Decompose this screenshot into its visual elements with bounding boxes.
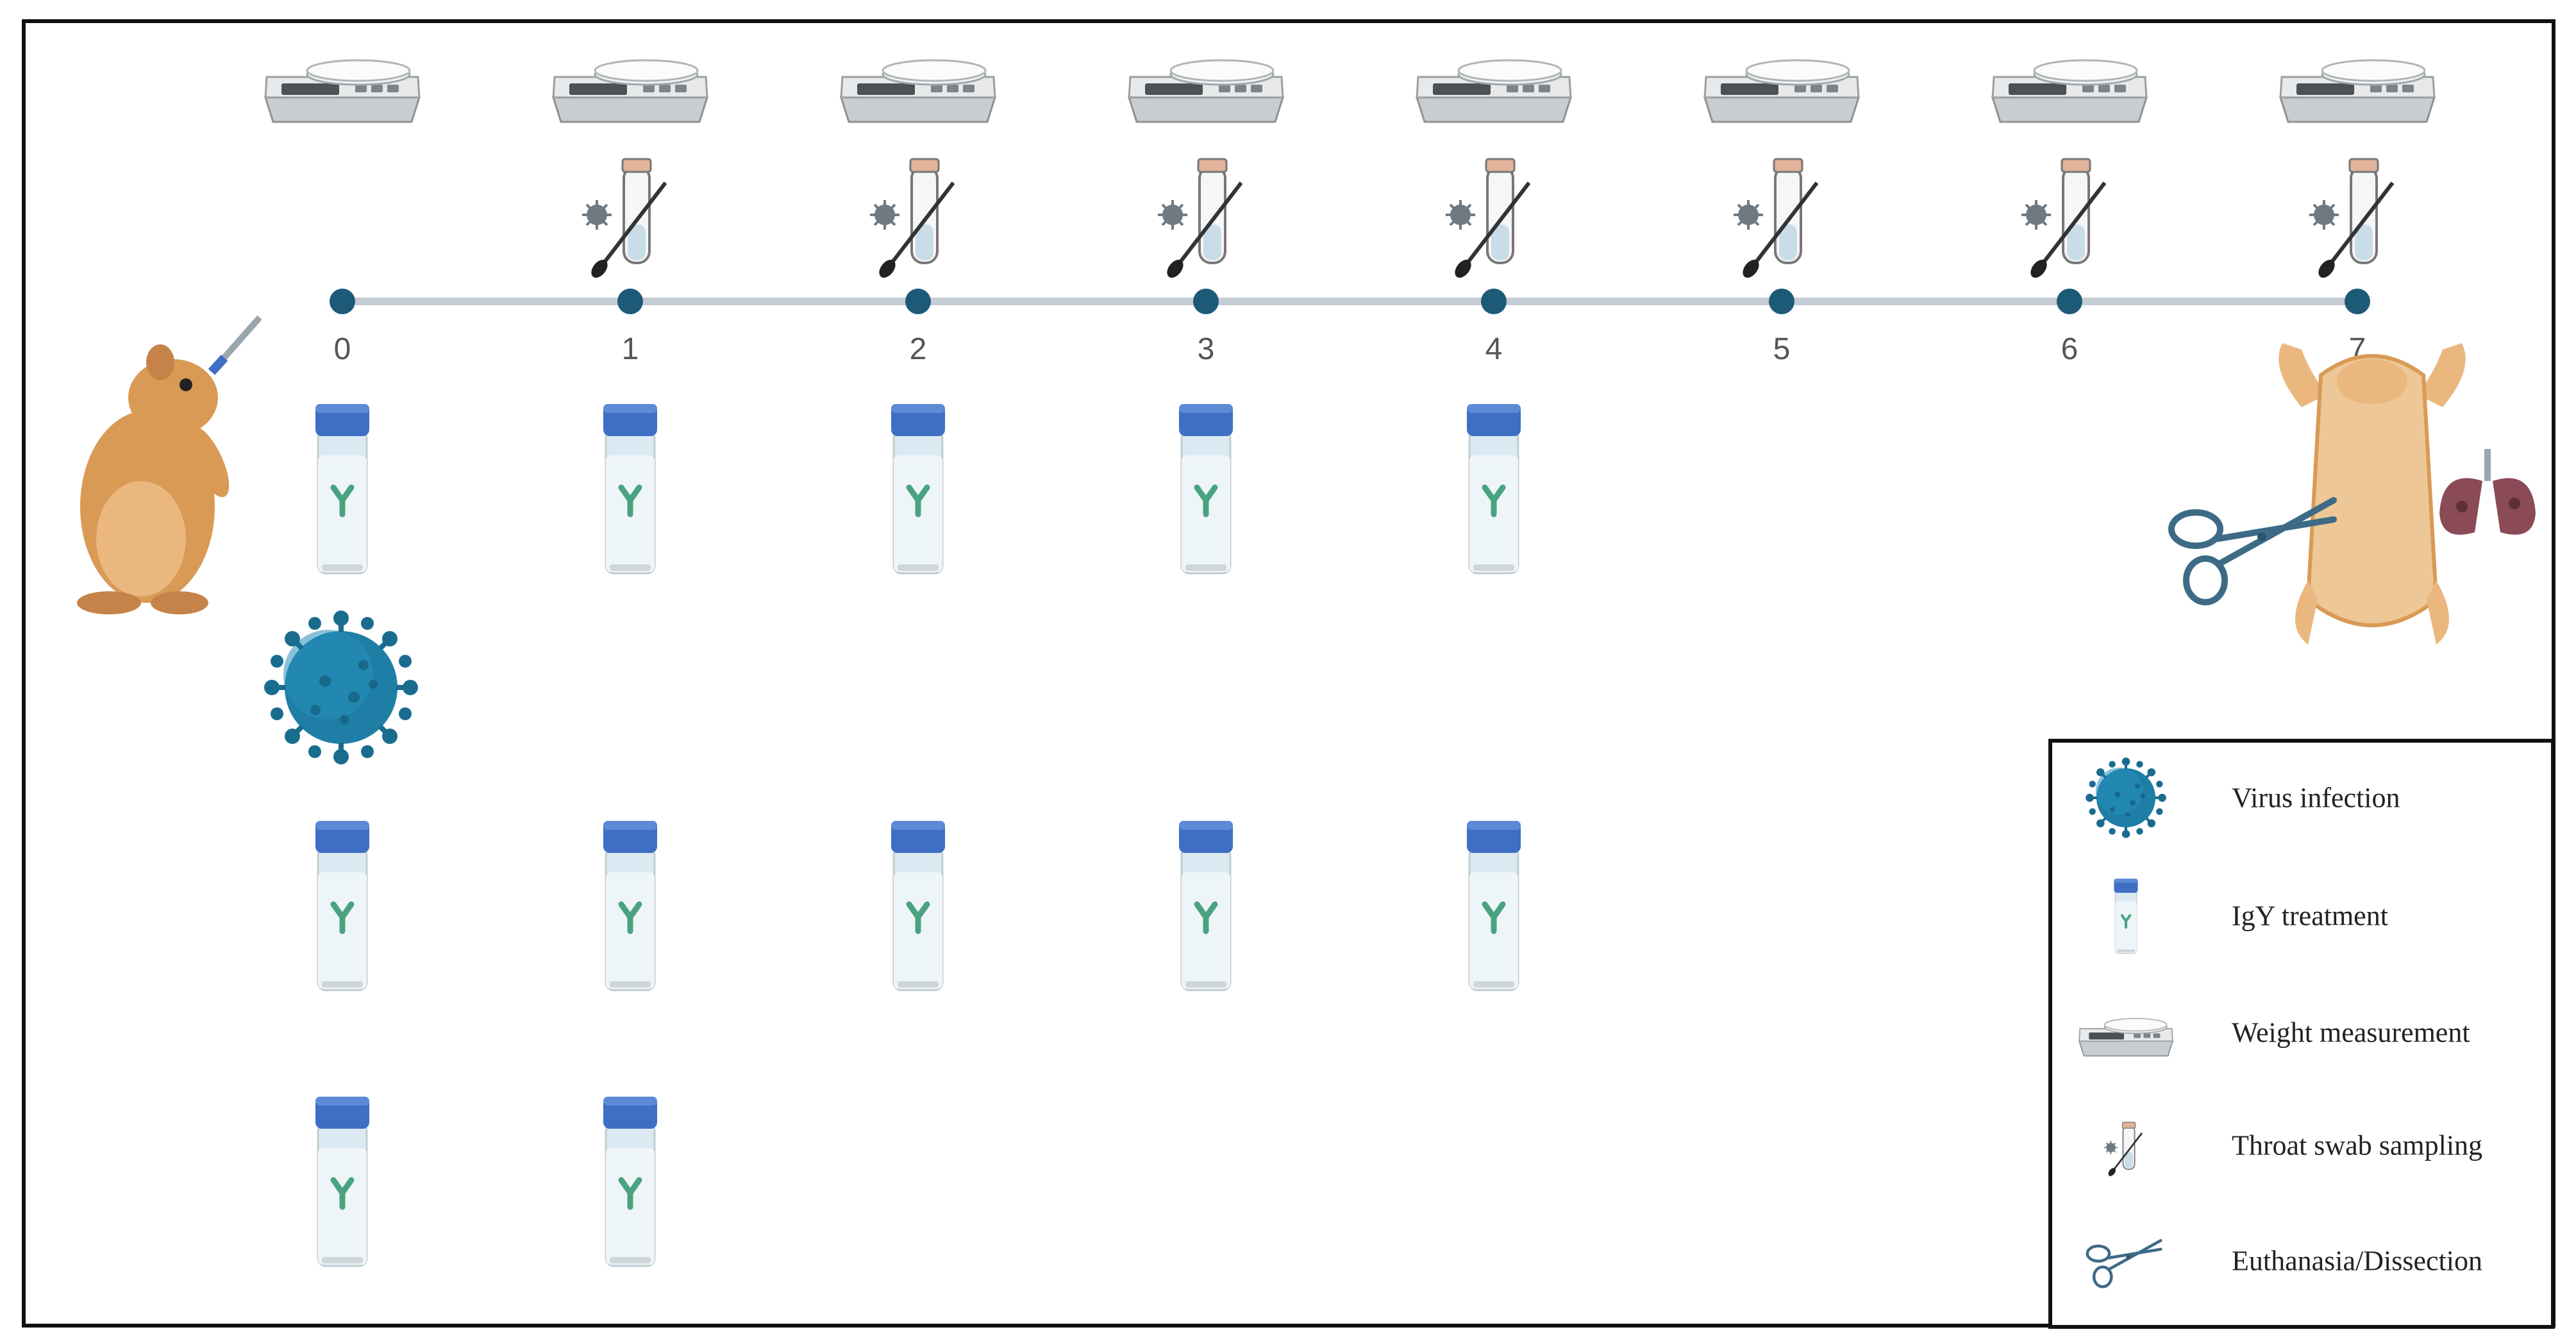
timeline-day-label: 4 xyxy=(1485,332,1503,366)
scale-icon xyxy=(264,59,421,123)
igy-tube-icon xyxy=(1179,404,1233,573)
legend-label: Weight measurement xyxy=(2232,1016,2470,1049)
igy-tube-icon xyxy=(603,1097,657,1266)
scale-icon xyxy=(2279,59,2436,123)
legend-label: IgY treatment xyxy=(2232,900,2388,932)
legend-item-igy: IgY treatment xyxy=(2052,864,2551,967)
throat-swab-icon xyxy=(1158,159,1241,281)
scale-icon xyxy=(1991,59,2148,123)
igy-tube-icon xyxy=(315,404,369,573)
timeline-day-label: 5 xyxy=(1773,332,1791,366)
legend-label: Virus infection xyxy=(2232,782,2400,814)
igy-tube-icon xyxy=(315,1097,369,1266)
igy-tube-icon xyxy=(2112,877,2139,955)
legend-label: Throat swab sampling xyxy=(2232,1129,2483,1161)
igy-tube-icon xyxy=(603,404,657,573)
virus-icon xyxy=(2071,746,2180,849)
hamster-nasal-inoculation-icon xyxy=(77,315,262,614)
scale-icon xyxy=(2078,1018,2173,1057)
throat-swab-icon xyxy=(1734,159,1817,281)
timeline-day-dot xyxy=(2057,289,2082,314)
igy-tube-icon xyxy=(891,404,945,573)
timeline-day-label: 1 xyxy=(622,332,639,366)
legend: Virus infection IgY treatment Weight mea… xyxy=(2048,739,2555,1329)
timeline-day-dot xyxy=(905,289,931,314)
timeline-day-dot xyxy=(617,289,643,314)
timeline-day-label: 3 xyxy=(1198,332,1215,366)
throat-swab-icon xyxy=(1446,159,1529,281)
igy-tube-icon xyxy=(315,821,369,990)
legend-item-weight: Weight measurement xyxy=(2052,981,2551,1084)
scale-icon xyxy=(1128,59,1284,123)
timeline-day-dot xyxy=(1193,289,1219,314)
igy-tube-icon xyxy=(1179,821,1233,990)
legend-label: Euthanasia/Dissection xyxy=(2232,1245,2483,1277)
scissors-icon xyxy=(2071,1210,2180,1312)
timeline-day-label: 6 xyxy=(2061,332,2078,366)
throat-swab-row xyxy=(582,159,2393,281)
scale-icon xyxy=(552,59,708,123)
timeline-day-label: 0 xyxy=(334,332,351,366)
igy-treatment-rows xyxy=(315,404,1521,1266)
timeline-day-dot xyxy=(2345,289,2370,314)
timeline-day-dot xyxy=(1769,289,1794,314)
throat-swab-icon xyxy=(2103,1121,2143,1179)
scale-icon xyxy=(1416,59,1572,123)
virus-icon xyxy=(264,611,418,764)
throat-swab-icon xyxy=(582,159,665,281)
igy-tube-icon xyxy=(1467,821,1521,990)
throat-swab-icon xyxy=(870,159,953,281)
weight-measurement-row xyxy=(264,59,2436,123)
lungs-icon xyxy=(2439,449,2536,535)
igy-tube-icon xyxy=(891,821,945,990)
legend-item-virus: Virus infection xyxy=(2052,746,2551,849)
timeline-day-dot xyxy=(330,289,355,314)
legend-item-swab: Throat swab sampling xyxy=(2052,1094,2551,1197)
legend-item-euthanasia: Euthanasia/Dissection xyxy=(2052,1210,2551,1312)
scale-icon xyxy=(1703,59,1860,123)
timeline-day-label: 2 xyxy=(910,332,927,366)
igy-tube-icon xyxy=(1467,404,1521,573)
throat-swab-icon xyxy=(2021,159,2105,281)
igy-tube-icon xyxy=(603,821,657,990)
diagram-frame xyxy=(22,19,2555,1328)
scale-icon xyxy=(840,59,996,123)
throat-swab-icon xyxy=(2309,159,2393,281)
timeline-day-dot xyxy=(1481,289,1507,314)
dissected-hamster-icon xyxy=(2279,343,2466,645)
